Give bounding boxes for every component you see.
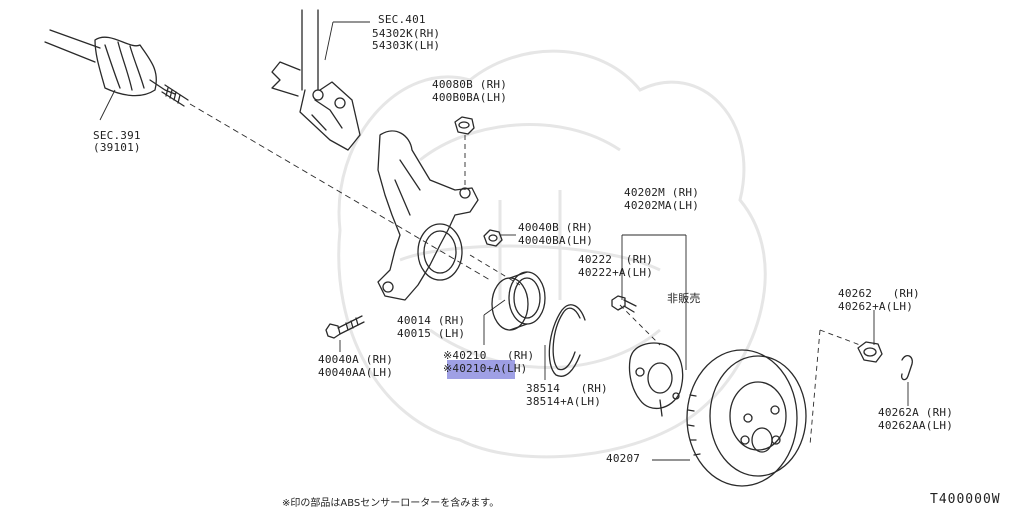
label-40202m: 40202M (RH) [624, 186, 700, 199]
label-38514a: 38514+A(LH) [526, 395, 602, 408]
nut-40080b [454, 116, 475, 135]
label-40262: 40262 (RH) [838, 287, 920, 300]
label-40040b: 40040B (RH) [518, 221, 594, 234]
brake-rotor [686, 349, 807, 487]
label-40040aa: 40040AA(LH) [318, 366, 394, 379]
leader-lines [99, 21, 909, 461]
footnote: ※印の部品はABSセンサーローターを含みます。 [282, 498, 500, 509]
hub-bolt-40222 [611, 295, 637, 313]
label-40222a: 40222+A(LH) [578, 266, 654, 279]
label-39101: (39101) [93, 141, 141, 154]
label-40040a: 40040A (RH) [318, 353, 394, 366]
label-40080b: 40080B (RH) [432, 78, 508, 91]
label-sec391: SEC.391 [93, 129, 141, 142]
label-40210: ※40210 (RH) [443, 349, 535, 362]
label-40262ar: 40262A (RH) [878, 406, 954, 419]
nut-40262 [857, 341, 883, 363]
label-40015: 40015 (LH) [397, 327, 466, 340]
label-54302k: 54302K(RH) [372, 27, 441, 40]
label-40014: 40014 (RH) [397, 314, 466, 327]
label-40207: 40207 [606, 452, 641, 465]
label-38514: 38514 (RH) [526, 382, 608, 395]
snap-ring [548, 304, 586, 377]
diagram-code: T400000W [930, 492, 1001, 507]
steering-knuckle [377, 130, 479, 301]
label-40040ba: 40040BA(LH) [518, 234, 594, 247]
wheel-hub [628, 342, 684, 417]
label-40080ba: 400B0BA(LH) [432, 91, 508, 104]
nut-40040b [483, 229, 503, 247]
bolt-40040a [325, 315, 365, 339]
highlight-40210a [447, 360, 515, 379]
label-40222: 40222 (RH) [578, 253, 654, 266]
label-40262a: 40262+A(LH) [838, 300, 914, 313]
label-54303k: 54303K(LH) [372, 39, 441, 52]
label-40202ma: 40202MA(LH) [624, 199, 700, 212]
cotter-pin-40262a [900, 355, 913, 381]
strut-assembly [271, 9, 361, 151]
drive-shaft [44, 29, 189, 107]
label-40262aa: 40262AA(LH) [878, 419, 954, 432]
wheel-bearing [491, 271, 546, 331]
label-sec401: SEC.401 [378, 13, 426, 26]
label-40210a: ※40210+A(LH) [443, 362, 528, 375]
label-not-for-sale: 非販売 [667, 292, 701, 305]
